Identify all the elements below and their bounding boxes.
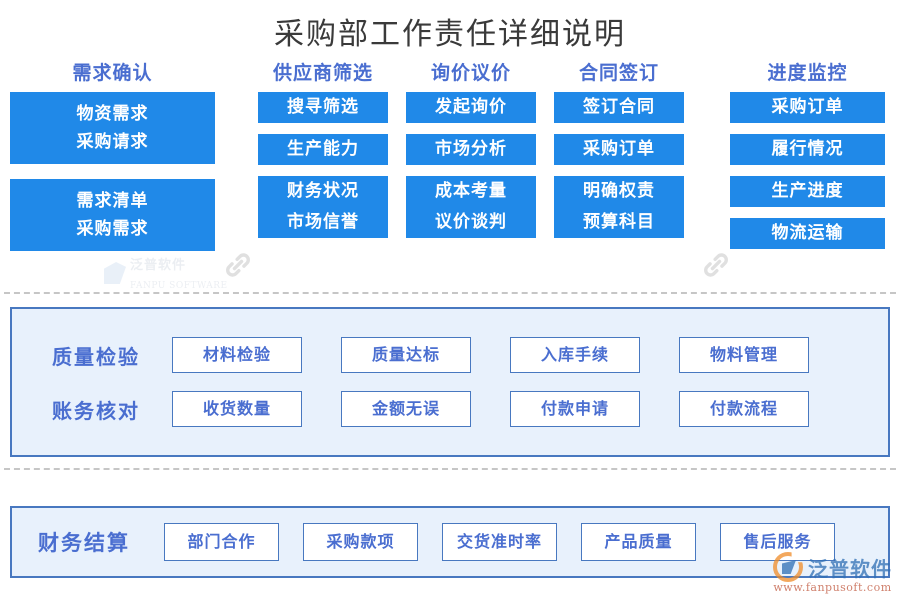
chain-link-icon xyxy=(699,248,733,282)
section-divider xyxy=(4,468,896,470)
panel-item-box[interactable]: 物料管理 xyxy=(679,337,809,373)
process-columns: 需求确认 物资需求 采购请求 需求清单 采购需求 供应商筛选 搜寻筛选 生产能力… xyxy=(10,56,890,286)
panel-row-account-reconciliation: 账务核对 收货数量 金额无误 付款申请 付款流程 xyxy=(20,385,880,433)
process-tile[interactable]: 采购订单 xyxy=(730,92,885,123)
process-tile[interactable]: 财务状况 xyxy=(258,176,388,207)
column-heading: 询价议价 xyxy=(430,62,511,84)
financial-settlement-panel: 财务结算 部门合作 采购款项 交货准时率 产品质量 售后服务 xyxy=(10,506,890,578)
process-tile[interactable]: 物流运输 xyxy=(730,218,885,249)
panel-item-box[interactable]: 交货准时率 xyxy=(442,523,557,561)
process-column-supplier-screening: 供应商筛选 搜寻筛选 生产能力 财务状况 市场信誉 xyxy=(258,56,388,238)
process-tile[interactable]: 需求清单 采购需求 xyxy=(10,179,215,251)
panel-item-box[interactable]: 付款流程 xyxy=(679,391,809,427)
process-tile[interactable]: 成本考量 xyxy=(406,176,536,207)
process-tile[interactable]: 履行情况 xyxy=(730,134,885,165)
row-label: 质量检验 xyxy=(52,344,140,369)
row-label: 账务核对 xyxy=(52,398,140,423)
panel-item-box[interactable]: 金额无误 xyxy=(341,391,471,427)
process-tile[interactable]: 物资需求 采购请求 xyxy=(10,92,215,164)
process-tile[interactable]: 采购订单 xyxy=(554,134,684,165)
panel-item-box[interactable]: 材料检验 xyxy=(172,337,302,373)
process-tile[interactable]: 明确权责 xyxy=(554,176,684,207)
process-tile[interactable]: 生产进度 xyxy=(730,176,885,207)
column-heading: 合同签订 xyxy=(578,62,659,84)
panel-item-box[interactable]: 质量达标 xyxy=(341,337,471,373)
process-column-progress-monitoring: 进度监控 采购订单 履行情况 生产进度 物流运输 xyxy=(730,56,885,249)
chain-link-icon xyxy=(221,248,255,282)
brand-url: www.fanpusoft.com xyxy=(773,581,892,594)
process-tile[interactable]: 搜寻筛选 xyxy=(258,92,388,123)
section-divider xyxy=(4,292,896,294)
tile-line-2: 采购需求 xyxy=(76,219,149,239)
process-tile[interactable]: 议价谈判 xyxy=(406,207,536,238)
quality-and-accounting-panel: 质量检验 材料检验 质量达标 入库手续 物料管理 账务核对 收货数量 金额无误 … xyxy=(10,307,890,457)
row-label: 财务结算 xyxy=(38,530,130,555)
process-tile[interactable]: 市场信誉 xyxy=(258,207,388,238)
page-title: 采购部工作责任详细说明 xyxy=(274,17,626,52)
process-tile[interactable]: 预算科目 xyxy=(554,207,684,238)
top-process-region: 需求确认 物资需求 采购请求 需求清单 采购需求 供应商筛选 搜寻筛选 生产能力… xyxy=(0,56,900,291)
tile-line-1: 物资需求 xyxy=(76,104,149,124)
panel-item-box[interactable]: 收货数量 xyxy=(172,391,302,427)
panel-item-box[interactable]: 入库手续 xyxy=(510,337,640,373)
process-tile[interactable]: 发起询价 xyxy=(406,92,536,123)
tile-line-2: 采购请求 xyxy=(76,132,149,152)
process-column-demand-confirmation: 需求确认 物资需求 采购请求 需求清单 采购需求 xyxy=(10,56,215,251)
process-column-inquiry-negotiation: 询价议价 发起询价 市场分析 成本考量 议价谈判 xyxy=(406,56,536,238)
process-tile[interactable]: 市场分析 xyxy=(406,134,536,165)
column-heading: 进度监控 xyxy=(767,62,848,84)
panel-item-box[interactable]: 售后服务 xyxy=(720,523,835,561)
process-column-contract-signing: 合同签订 签订合同 采购订单 明确权责 预算科目 xyxy=(554,56,684,238)
process-tile[interactable]: 签订合同 xyxy=(554,92,684,123)
panel-item-box[interactable]: 采购款项 xyxy=(303,523,418,561)
panel-item-box[interactable]: 部门合作 xyxy=(164,523,279,561)
panel-row-quality-inspection: 质量检验 材料检验 质量达标 入库手续 物料管理 xyxy=(20,331,880,379)
column-heading: 需求确认 xyxy=(72,62,153,84)
column-heading: 供应商筛选 xyxy=(272,62,373,84)
tile-line-1: 需求清单 xyxy=(76,191,149,211)
process-tile[interactable]: 生产能力 xyxy=(258,134,388,165)
panel-item-box[interactable]: 产品质量 xyxy=(581,523,696,561)
panel-item-box[interactable]: 付款申请 xyxy=(510,391,640,427)
